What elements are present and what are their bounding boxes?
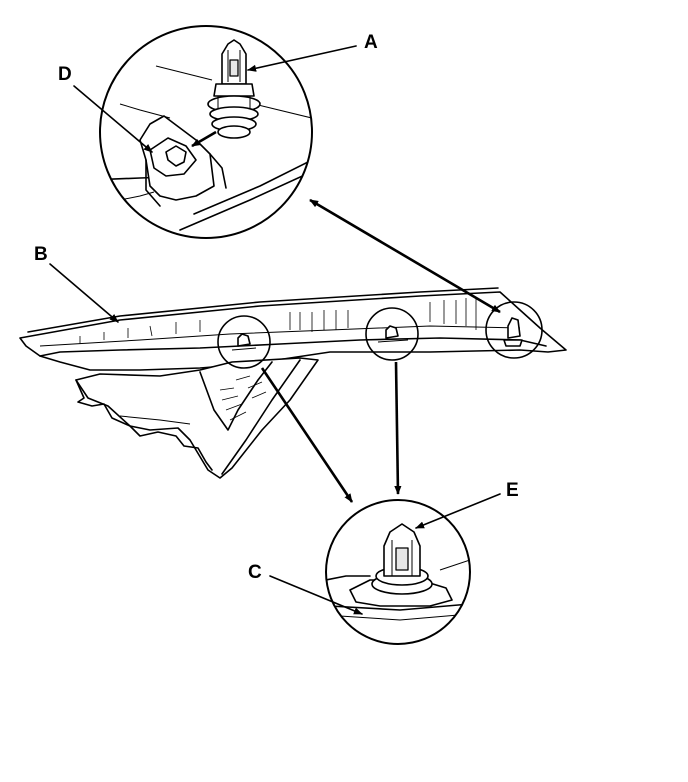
callout-c: C: [248, 562, 262, 583]
clip-location-middle: [365, 307, 419, 361]
detail-view-clip-and-bracket: [99, 25, 313, 239]
pillar-trim-panel: [19, 287, 567, 479]
leader-lines: [49, 45, 501, 615]
callout-b: B: [34, 244, 48, 265]
callout-e: E: [506, 480, 519, 501]
clip-location-left: [217, 315, 271, 369]
clip-location-right: [485, 301, 543, 359]
detail-view-clip-installed: [325, 499, 471, 645]
callout-d: D: [58, 64, 72, 85]
callout-a: A: [364, 32, 378, 53]
clip-a-part: [207, 39, 261, 139]
connector-arrows: [260, 198, 501, 503]
